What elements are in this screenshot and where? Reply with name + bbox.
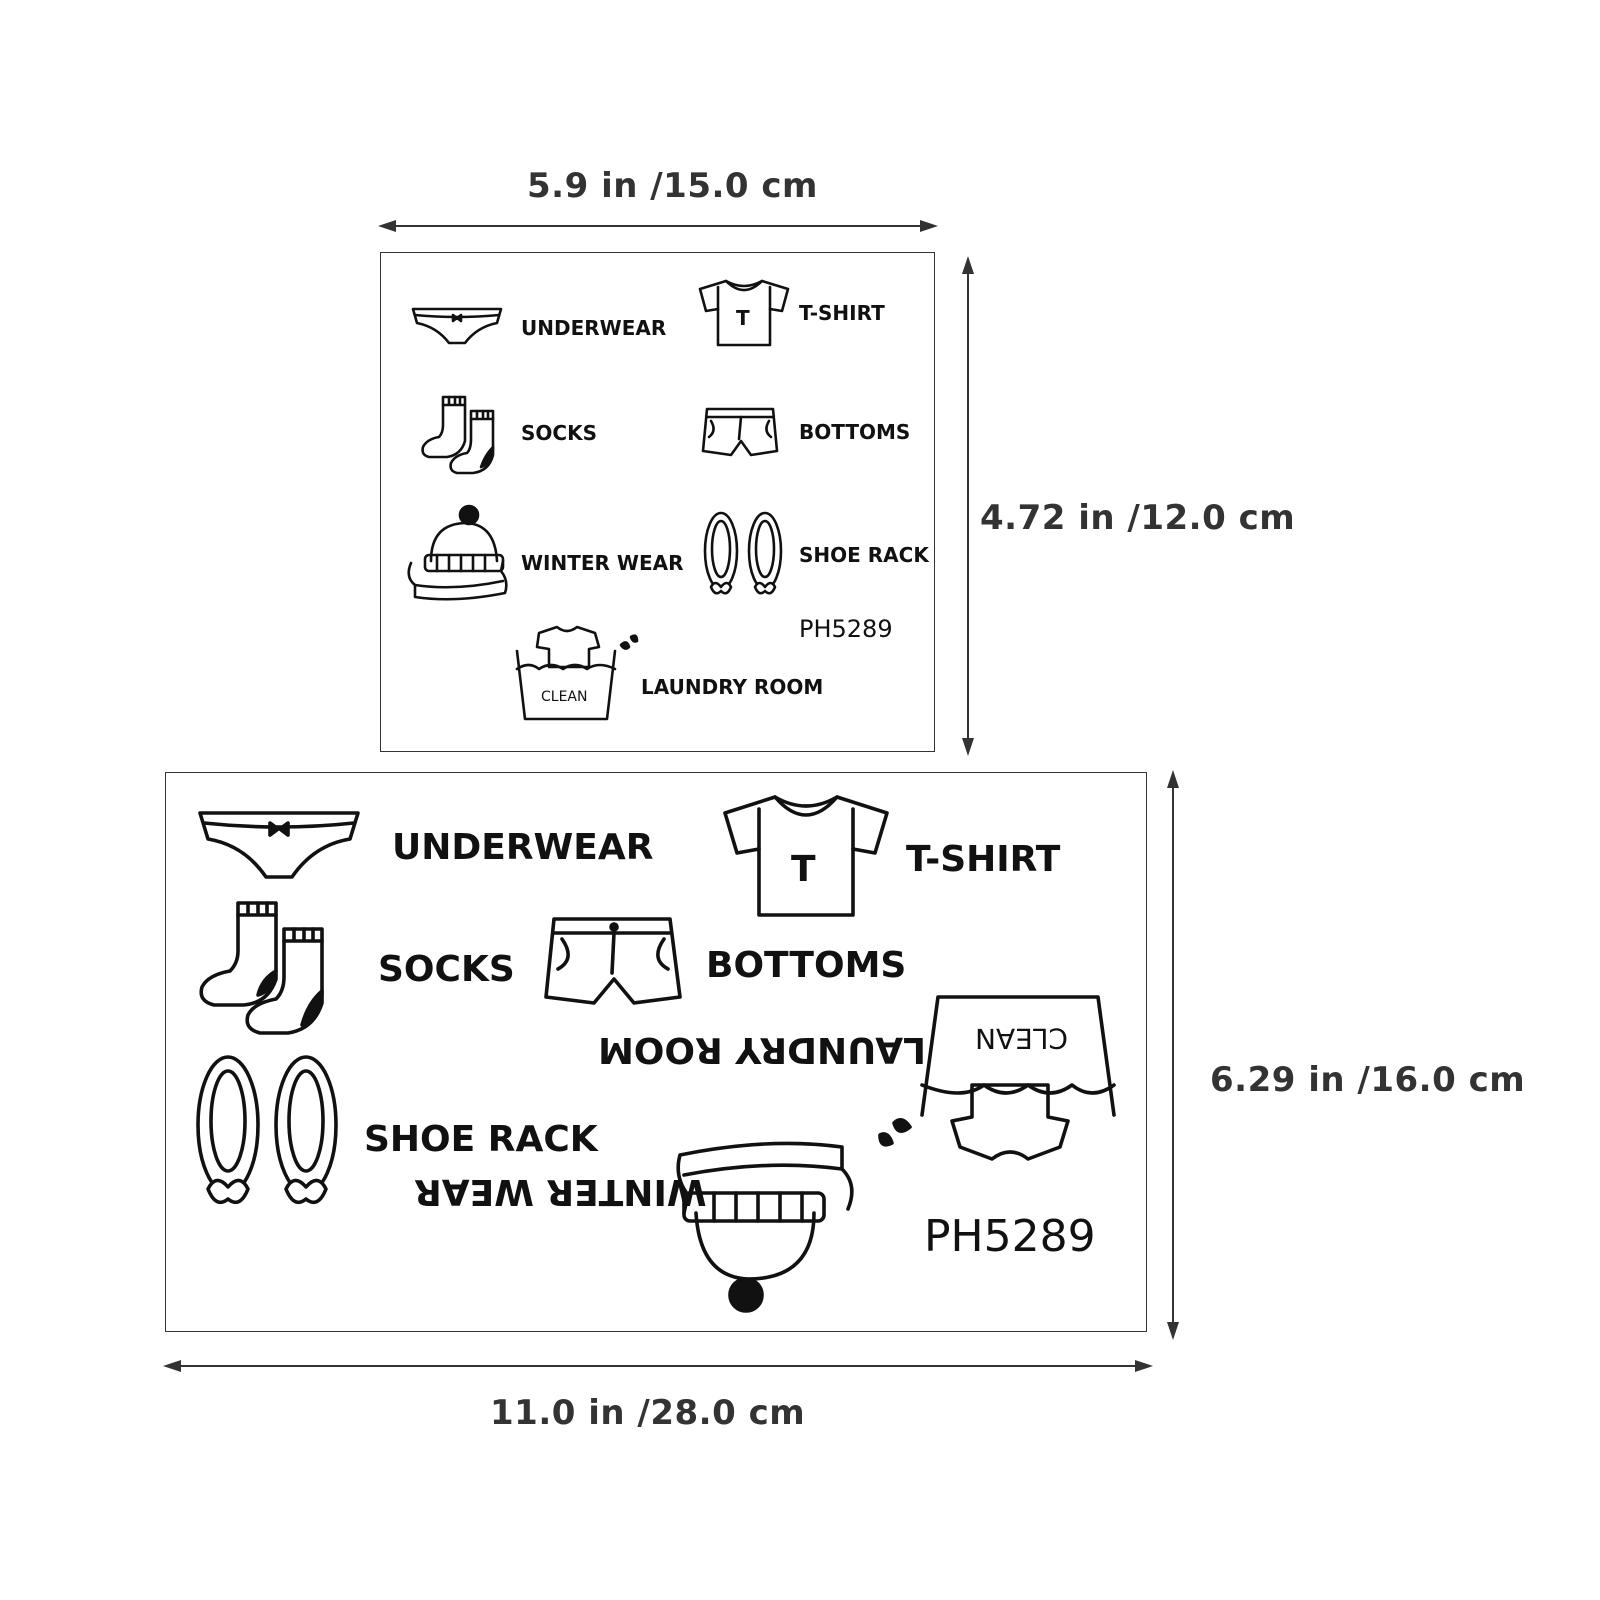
large-label-shoe-rack: SHOE RACK: [364, 1119, 598, 1160]
shorts-icon: [701, 407, 779, 457]
socks-icon: [199, 901, 324, 1035]
tshirt-letter: T: [791, 849, 816, 890]
large-label-tshirt: T-SHIRT: [906, 839, 1061, 880]
small-product-code: PH5289: [799, 615, 893, 643]
small-height-dimension: 4.72 in /12.0 cm: [980, 498, 1296, 538]
small-label-underwear: UNDERWEAR: [521, 316, 667, 340]
socks-icon: [421, 395, 495, 475]
basin-text: CLEAN: [541, 689, 587, 705]
underwear-icon: [198, 811, 360, 879]
large-label-winter-wear: WINTER WEAR: [414, 1171, 707, 1212]
small-width-arrow: [378, 220, 938, 232]
large-width-dimension: 11.0 in /28.0 cm: [490, 1393, 806, 1433]
small-width-dimension: 5.9 in /15.0 cm: [527, 166, 818, 206]
slippers-icon: [703, 511, 783, 595]
tshirt-icon: T: [723, 795, 889, 917]
large-label-bottoms: BOTTOMS: [706, 945, 907, 986]
tshirt-icon: T: [698, 279, 790, 347]
large-label-underwear: UNDERWEAR: [392, 827, 654, 868]
shorts-icon: [544, 917, 682, 1005]
small-label-tshirt: T-SHIRT: [799, 301, 885, 325]
small-label-winter-wear: WINTER WEAR: [521, 551, 684, 575]
large-sticker-sheet: UNDERWEAR T T-SHIRT SOCKS BOTTOMS LAUNDR…: [165, 772, 1147, 1332]
large-height-dimension: 6.29 in /16.0 cm: [1210, 1060, 1526, 1100]
basin-text: CLEAN: [975, 1022, 1068, 1055]
small-height-arrow: [962, 256, 974, 756]
small-label-socks: SOCKS: [521, 421, 597, 445]
underwear-icon: [411, 307, 503, 345]
laundry-basin-icon: CLEAN: [515, 625, 639, 721]
large-width-arrow: [163, 1360, 1153, 1372]
tshirt-letter: T: [736, 306, 750, 330]
small-label-shoe-rack: SHOE RACK: [799, 543, 929, 567]
small-label-laundry-room: LAUNDRY ROOM: [641, 675, 824, 699]
small-sticker-sheet: UNDERWEAR T T-SHIRT SOCKS BOTTOMS WINTER…: [380, 252, 935, 752]
slippers-icon: [196, 1055, 338, 1205]
large-product-code: PH5289: [924, 1211, 1096, 1262]
beanie-scarf-icon: [676, 1141, 854, 1313]
beanie-scarf-icon: [407, 504, 508, 601]
small-label-bottoms: BOTTOMS: [799, 420, 911, 444]
large-height-arrow: [1167, 770, 1179, 1340]
laundry-basin-icon: CLEAN: [878, 995, 1116, 1161]
large-label-socks: SOCKS: [378, 949, 515, 990]
